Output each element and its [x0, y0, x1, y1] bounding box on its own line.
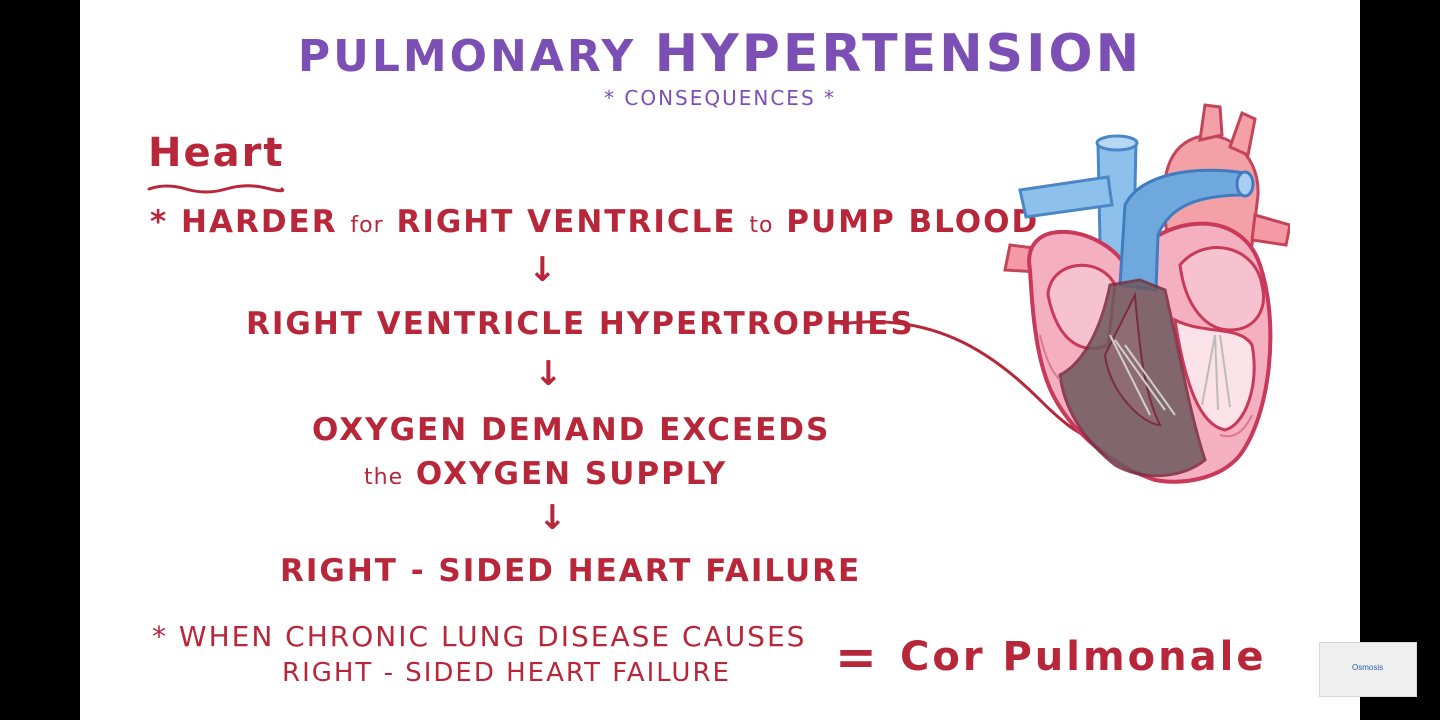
page-title: Pulmonary Hypertension	[80, 24, 1360, 84]
step-1-e: Pump Blood	[786, 204, 1040, 240]
watermark-text: Osmosis	[1352, 663, 1384, 672]
subtitle-star-right: *	[824, 86, 836, 110]
title-part-2: Hypertension	[654, 24, 1143, 84]
subtitle-star-left: *	[604, 86, 616, 110]
heading-underline	[147, 184, 285, 194]
subtitle: * Consequences *	[80, 86, 1360, 110]
step-1-a: Harder	[181, 204, 338, 240]
equals-sign: =	[835, 628, 879, 686]
title-part-1: Pulmonary	[297, 31, 637, 82]
conclusion: Cor Pulmonale	[900, 634, 1267, 680]
section-heading: Heart	[148, 130, 285, 176]
arrow-down-icon: ↓	[528, 250, 557, 290]
heart-cross-section-illustration	[1003, 103, 1290, 484]
step-2: Right Ventricle Hypertrophies	[246, 306, 915, 342]
step-1-c: Right Ventricle	[396, 204, 737, 240]
step-1-b: for	[350, 213, 384, 238]
step-3-text: Oxygen Supply	[415, 456, 728, 492]
step-3-line-2: the Oxygen Supply	[364, 456, 727, 492]
step-3-line-1: Oxygen Demand Exceeds	[312, 412, 831, 448]
subtitle-text: Consequences	[624, 86, 816, 110]
arrow-down-icon: ↓	[538, 498, 567, 538]
note-star: *	[152, 620, 168, 653]
note-text-1: When Chronic Lung Disease Causes	[178, 620, 807, 653]
osmosis-logo: Osmosis	[1319, 642, 1417, 697]
step-3-small: the	[364, 465, 404, 490]
arrow-down-icon: ↓	[534, 354, 563, 394]
slide: Pulmonary Hypertension * Consequences * …	[80, 0, 1360, 720]
step-1: * Harder for Right Ventricle to Pump Blo…	[150, 204, 1039, 240]
note-line-1: * When Chronic Lung Disease Causes	[152, 620, 806, 653]
note-line-2: Right - Sided Heart Failure	[282, 658, 731, 688]
step-1-star: *	[150, 204, 169, 240]
step-4: Right - Sided Heart Failure	[280, 553, 862, 589]
step-1-d: to	[749, 213, 774, 238]
